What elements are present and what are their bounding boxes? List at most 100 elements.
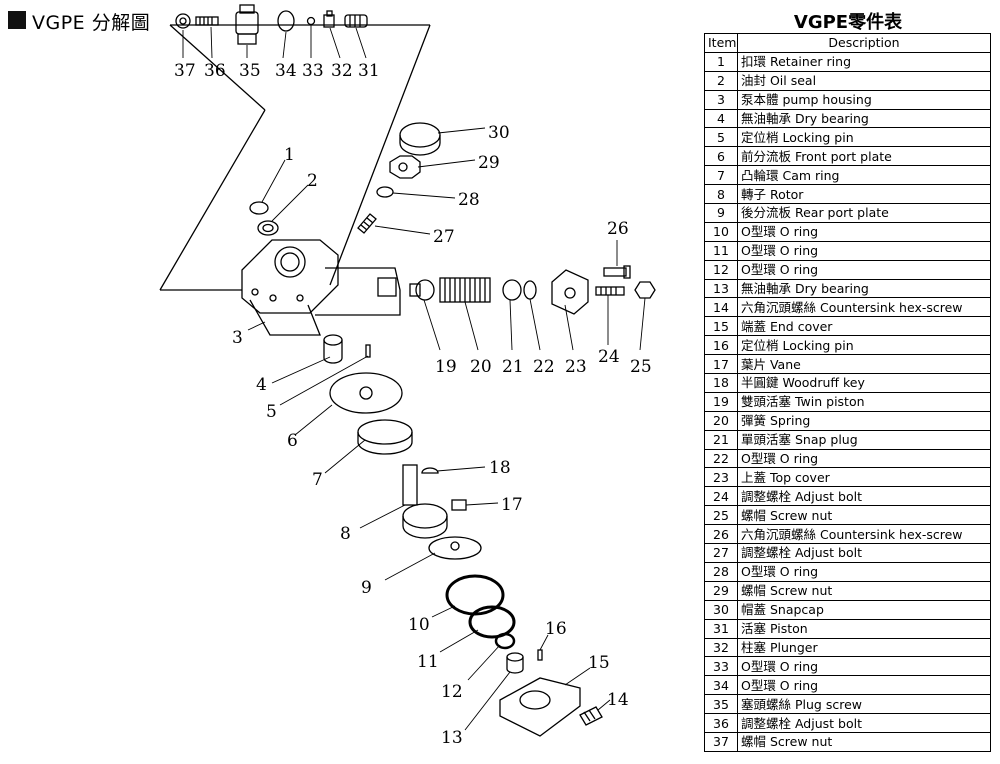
description-cell: 定位梢 Locking pin: [737, 127, 991, 148]
part-29-nut: [389, 155, 421, 179]
part-28-oring: [376, 186, 394, 198]
description-cell: O型環 O ring: [737, 561, 991, 582]
detail-frame-line: [169, 24, 266, 111]
item-number-cell: 23: [704, 467, 738, 488]
description-cell: 螺帽 Screw nut: [737, 731, 991, 752]
part-7-cam-ring: [357, 419, 413, 455]
part-6-front-port-plate: [329, 372, 403, 414]
callout-7: 7: [312, 470, 323, 490]
part-31-piston: [344, 14, 368, 28]
callout-9: 9: [361, 578, 372, 598]
part-12-oring: [494, 632, 516, 650]
description-cell: 轉子 Rotor: [737, 184, 991, 205]
callout-33: 33: [302, 61, 324, 81]
description-cell: 調整螺栓 Adjust bolt: [737, 713, 991, 733]
part-22-oring: [523, 280, 537, 300]
callout-26: 26: [607, 219, 629, 239]
callout-28: 28: [458, 190, 480, 210]
description-cell: 螺帽 Screw nut: [737, 580, 991, 601]
callout-22: 22: [533, 357, 555, 377]
description-cell: 六角沉頭螺絲 Countersink hex-screw: [737, 524, 991, 545]
callout-23: 23: [565, 357, 587, 377]
part-33-oring: [306, 16, 316, 26]
item-number-cell: 37: [704, 731, 738, 752]
parts-table-header-row: Item Description: [704, 33, 991, 53]
part-23-top-cover: [551, 269, 589, 315]
callout-17: 17: [501, 495, 523, 515]
item-number-cell: 6: [704, 146, 738, 167]
part-30-snapcap: [399, 122, 441, 156]
description-cell: O型環 O ring: [737, 240, 991, 261]
description-cell: 扣環 Retainer ring: [737, 51, 991, 72]
part-5-locking-pin: [365, 344, 371, 358]
part-19-twin-piston: [409, 279, 435, 301]
item-number-cell: 15: [704, 316, 738, 337]
part-3-pump-housing: [241, 239, 401, 336]
item-column-header: Item: [704, 33, 738, 53]
part-16-locking-pin: [537, 649, 543, 661]
item-number-cell: 18: [704, 373, 738, 393]
callout-16: 16: [545, 619, 567, 639]
description-cell: 無油軸承 Dry bearing: [737, 278, 991, 299]
part-32-plunger: [323, 10, 335, 28]
description-cell: 柱塞 Plunger: [737, 637, 991, 658]
item-number-cell: 26: [704, 524, 738, 545]
part-21-snap-plug: [502, 279, 522, 301]
callout-13: 13: [441, 728, 463, 748]
callout-5: 5: [266, 402, 277, 422]
item-number-cell: 33: [704, 656, 738, 677]
description-cell: O型環 O ring: [737, 448, 991, 469]
callout-37: 37: [174, 61, 196, 81]
description-cell: 前分流板 Front port plate: [737, 146, 991, 167]
callout-25: 25: [630, 357, 652, 377]
callout-14: 14: [607, 690, 629, 710]
item-number-cell: 16: [704, 335, 738, 356]
item-number-cell: 9: [704, 203, 738, 223]
callout-30: 30: [488, 123, 510, 143]
callout-10: 10: [408, 615, 430, 635]
callout-31: 31: [358, 61, 380, 81]
item-number-cell: 11: [704, 240, 738, 261]
item-number-cell: 22: [704, 448, 738, 469]
callout-34: 34: [275, 61, 297, 81]
item-number-cell: 27: [704, 543, 738, 563]
description-cell: 塞頭螺絲 Plug screw: [737, 694, 991, 715]
part-14-hex-screw: [579, 706, 603, 726]
description-cell: 帽蓋 Snapcap: [737, 599, 991, 620]
detail-frame-line: [329, 24, 431, 286]
item-number-cell: 10: [704, 221, 738, 242]
item-number-cell: 25: [704, 505, 738, 526]
description-cell: 單頭活塞 Snap plug: [737, 429, 991, 450]
part-9-rear-port-plate: [428, 536, 482, 560]
callout-20: 20: [470, 357, 492, 377]
part-8-rotor: [402, 464, 448, 539]
part-1-retainer-ring: [249, 201, 269, 215]
item-number-cell: 21: [704, 429, 738, 450]
callout-15: 15: [588, 653, 610, 673]
callout-8: 8: [340, 524, 351, 544]
description-cell: 調整螺栓 Adjust bolt: [737, 486, 991, 507]
part-13-dry-bearing: [506, 652, 524, 674]
parts-table-title: VGPE零件表: [793, 12, 903, 33]
description-cell: O型環 O ring: [737, 656, 991, 677]
